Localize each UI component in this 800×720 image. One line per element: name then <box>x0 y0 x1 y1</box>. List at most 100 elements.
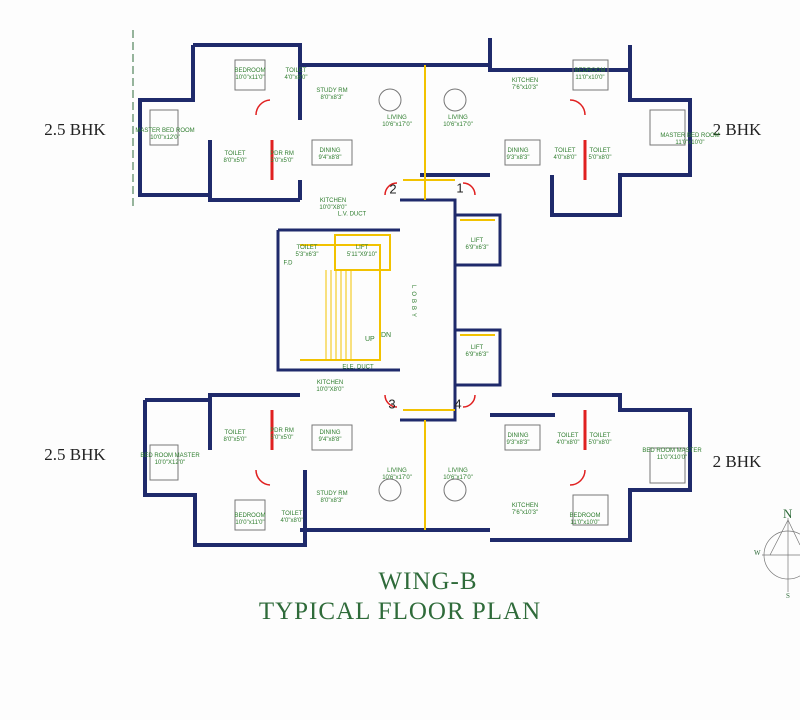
flat-number-4: 4 <box>454 396 462 412</box>
room-name: LIFT <box>470 238 484 244</box>
room-name: LIFT <box>470 345 484 351</box>
room-name: BEDROOM <box>234 513 266 519</box>
room-size: 9'3"x8'3" <box>506 440 530 446</box>
room-size: 9'4"x8'8" <box>318 155 342 161</box>
room-name: KITCHEN <box>316 380 344 386</box>
room-size: 9'4"x8'8" <box>318 437 342 443</box>
compass-s: S <box>786 592 790 600</box>
lobby-label: LOBBY <box>410 285 416 321</box>
room-size: 5'0"x5'0" <box>270 158 294 164</box>
room-name: KITCHEN <box>319 198 347 204</box>
room-name: LIVING <box>387 115 407 121</box>
door-arcs <box>255 99 586 486</box>
room-name: DINING <box>319 430 341 436</box>
room-label-core-elec-duct: ELE. DUCT <box>342 365 373 372</box>
room-size: 10'0"X12'0" <box>154 460 186 466</box>
room-name: F.D <box>283 260 293 267</box>
room-name: STUDY RM <box>316 88 348 94</box>
room-name: TOILET <box>557 433 579 439</box>
flat-number-3: 3 <box>388 396 396 412</box>
room-name: STUDY RM <box>316 491 348 497</box>
room-name: BEDROOM <box>234 68 266 74</box>
room-size: 7'6"x10'3" <box>511 85 539 91</box>
plan-title-typical-floor: TYPICAL FLOOR PLAN <box>258 598 542 625</box>
room-size: 4'0"x8'0" <box>284 75 308 81</box>
room-size: 5'0"x8'0" <box>588 440 612 446</box>
room-size: 7'6"x10'3" <box>511 510 539 516</box>
room-size: 4'0"x8'0" <box>556 440 580 446</box>
wall-bottom-right-unit <box>490 393 692 542</box>
room-label-core-lv-duct: L.V. DUCT <box>338 212 366 219</box>
stair-treads <box>325 270 352 360</box>
compass-rose <box>762 518 800 592</box>
wall-core <box>276 198 502 422</box>
room-name: KITCHEN <box>511 78 539 84</box>
bottom-left-unit-label: 2.5 BHK <box>44 445 106 464</box>
room-name: TOILET <box>554 148 576 154</box>
stair-down-label: DN <box>381 332 392 339</box>
room-name: LIVING <box>448 115 468 121</box>
room-size: 10'0"x12'0" <box>150 135 180 141</box>
toilet-partitions <box>270 140 587 450</box>
room-name: LIFT <box>355 245 369 251</box>
room-name: TOILET <box>224 430 246 436</box>
room-name: BEDROOM <box>574 68 606 74</box>
flat-number-2: 2 <box>389 181 397 197</box>
room-name: DINING <box>507 433 529 439</box>
room-size: 10'6"x17'0" <box>382 475 412 481</box>
room-name: BED ROOM MASTER <box>140 453 200 459</box>
room-size: 6'9"x6'3" <box>465 245 489 251</box>
top-right-unit-label: 2 BHK <box>712 120 762 139</box>
compass-n: N <box>783 506 793 521</box>
room-size: 11'0"x10'0" <box>575 75 605 81</box>
room-name: TOILET <box>281 511 303 517</box>
room-size: 9'3"x8'3" <box>506 155 530 161</box>
room-size: 10'0"x11'0" <box>235 520 265 526</box>
room-name: DINING <box>319 148 341 154</box>
stair-up-label: UP <box>365 336 375 343</box>
wall-bottom-left-unit <box>143 393 490 547</box>
room-name: TOILET <box>285 68 307 74</box>
room-name: LIVING <box>448 468 468 474</box>
plan-title-wing: WING-B <box>378 568 478 595</box>
room-size: 10'0"X8'0" <box>319 205 347 211</box>
room-size: 6'9"x6'3" <box>465 352 489 358</box>
room-name: TOILET <box>296 245 318 251</box>
room-name: TOILET <box>224 151 246 157</box>
room-size: 10'6"x17'0" <box>382 122 412 128</box>
room-size: 11'0"x10'0" <box>675 140 705 146</box>
room-size: 8'0"x5'0" <box>223 158 247 164</box>
room-name: MASTER BED ROOM <box>135 128 195 134</box>
room-name: PDR RM <box>270 428 294 434</box>
